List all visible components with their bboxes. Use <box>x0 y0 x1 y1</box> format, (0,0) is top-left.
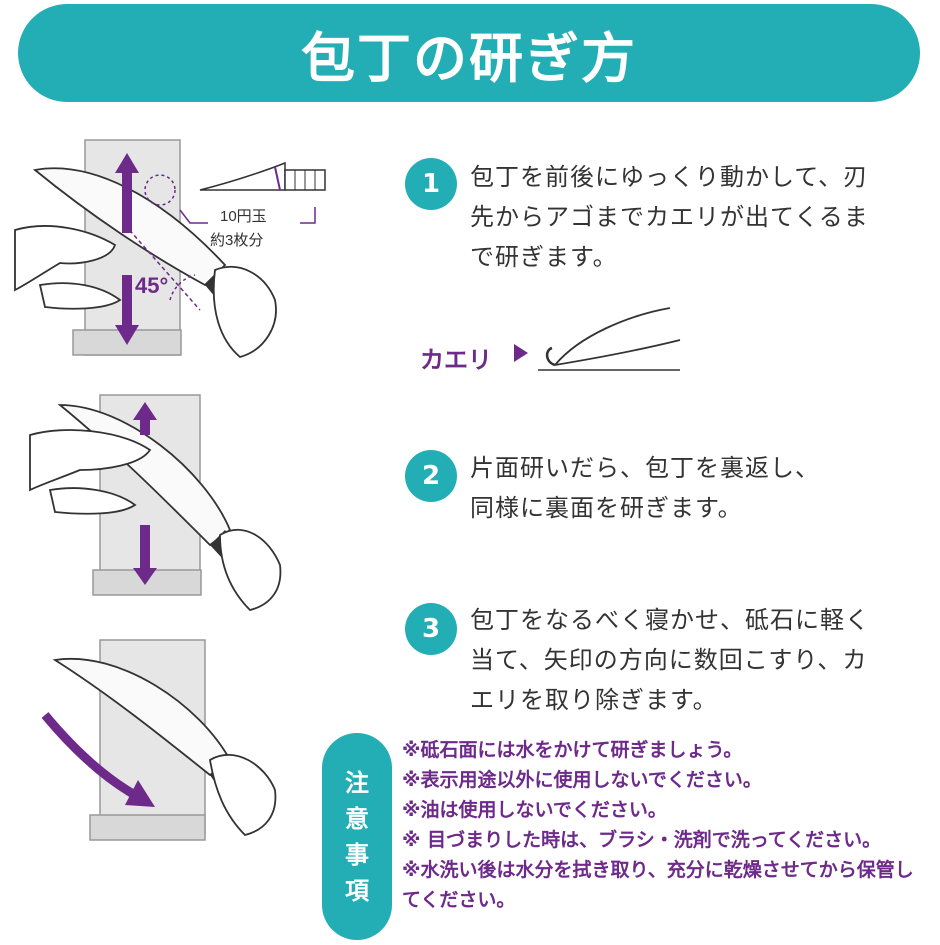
curved-arrow-icon <box>41 712 138 799</box>
step-3-badge: 3 <box>405 603 457 655</box>
step-1-text: 包丁を前後にゆっくり動かして、刃 先からアゴまでカエリが出てくるま で研ぎます。 <box>470 163 869 271</box>
illustration-step-2 <box>29 394 282 611</box>
arrow-down-icon <box>115 275 139 345</box>
illustration-step-1: 45° 10円玉 約3枚分 <box>14 139 326 358</box>
notes-heading: 注 意 事 項 <box>322 733 392 940</box>
note-item: ※水洗い後は水分を拭き取り、充分に乾燥させてから保管してください。 <box>402 859 914 911</box>
page-title: 包丁の研ぎ方 <box>301 26 637 90</box>
note-item: ※ 目づまりした時は、ブラシ・洗剤で洗ってください。 <box>402 829 882 851</box>
hand-left <box>14 225 117 292</box>
step-2-badge: 2 <box>405 450 457 502</box>
step-1-badge: 1 <box>405 158 457 210</box>
arrow-up-icon <box>115 153 139 233</box>
note-item: ※砥石面には水をかけて研ぎましょう。 <box>402 739 743 761</box>
illustration-step-3 <box>41 639 277 841</box>
step-2-text: 片面研いだら、包丁を裏返し、 同様に裏面を研ぎます。 <box>470 454 820 522</box>
title-banner: 包丁の研ぎ方 <box>18 4 920 102</box>
step-3-text: 包丁をなるべく寝かせ、砥石に軽く 当て、矢印の方向に数回こすり、カ エリを取り除… <box>470 606 870 714</box>
arrow-down-icon <box>133 525 157 585</box>
note-item: ※表示用途以外に使用しないでください。 <box>402 769 762 791</box>
hand-right <box>212 265 277 358</box>
kaeri-label: カエリ <box>420 346 492 374</box>
angle-label: 45° <box>135 273 168 298</box>
coin-label-1: 10円玉 <box>220 208 267 225</box>
kaeri-diagram <box>514 307 681 371</box>
coin-label-2: 約3枚分 <box>210 232 263 249</box>
triangle-right-icon <box>514 344 528 362</box>
note-item: ※油は使用しないでください。 <box>402 799 667 821</box>
arrow-up-icon <box>133 402 157 435</box>
notes-list: ※砥石面には水をかけて研ぎましょう。 ※表示用途以外に使用しないでください。 ※… <box>402 735 932 915</box>
